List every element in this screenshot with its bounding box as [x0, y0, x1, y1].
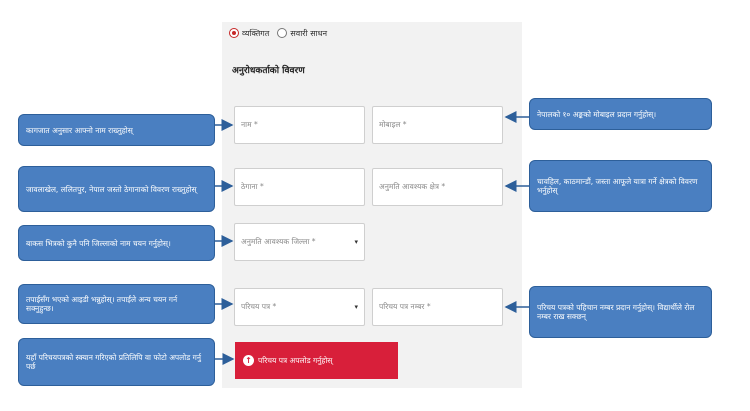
callout-upload-hint: यहाँ परिचयपत्रको स्क्यान गरिएको प्रतिलिप…	[18, 338, 215, 386]
radio-vehicle-label: सवारी साधन	[290, 28, 328, 38]
radio-individual[interactable]	[229, 28, 239, 38]
id-type-placeholder: परिचय पत्र *	[241, 302, 277, 311]
chevron-down-icon: ▾	[354, 303, 358, 311]
name-input[interactable]: नाम *	[234, 106, 365, 144]
callout-id-number-hint: परिचय पत्रको पहिचान नम्बर प्रदान गर्नुहो…	[529, 286, 712, 338]
mobile-placeholder: मोबाइल *	[379, 120, 407, 129]
section-title: अनुरोधकर्ताको विवरण	[232, 66, 305, 76]
callout-name-hint: कागजात अनुसार आफ्नो नाम राख्नुहोस्	[18, 114, 215, 146]
callout-district-text: बाकस भित्रको कुनै पनि जिल्लाको नाम चयन ग…	[26, 238, 171, 248]
callout-name-text: कागजात अनुसार आफ्नो नाम राख्नुहोस्	[26, 125, 133, 135]
callout-address-hint: जावलाखेल, ललितपुर, नेपाल जस्तो ठेगानाको …	[18, 166, 215, 212]
callout-id-type-text: तपाईसँग भएको आइडी भन्नुहोस्। तपाईंले अन्…	[26, 295, 178, 313]
upload-id-label: परिचय पत्र अपलोड गर्नुहोस्	[258, 355, 333, 365]
callout-id-type-hint: तपाईसँग भएको आइडी भन्नुहोस्। तपाईंले अन्…	[18, 284, 215, 324]
id-number-input[interactable]: परिचय पत्र नम्बर *	[372, 288, 503, 326]
area-placeholder: अनुमति आवश्यक क्षेत्र *	[379, 182, 446, 191]
upload-id-button[interactable]: ↑ परिचय पत्र अपलोड गर्नुहोस्	[235, 342, 398, 379]
name-placeholder: नाम *	[241, 120, 258, 129]
chevron-down-icon: ▾	[354, 238, 358, 246]
address-input[interactable]: ठेगाना *	[234, 168, 365, 206]
callout-id-number-text: परिचय पत्रको पहिचान नम्बर प्रदान गर्नुहो…	[537, 303, 695, 321]
radio-vehicle[interactable]	[277, 28, 288, 38]
requester-type-radios: व्यक्तिगत सवारी साधन	[229, 26, 335, 40]
callout-area-hint: चावहिल, काठमान्डौं, जस्ता आफूले यात्रा ग…	[529, 160, 712, 212]
upload-icon: ↑	[243, 355, 254, 366]
id-number-placeholder: परिचय पत्र नम्बर *	[379, 302, 431, 311]
callout-district-hint: बाकस भित्रको कुनै पनि जिल्लाको नाम चयन ग…	[18, 225, 215, 261]
callout-area-text: चावहिल, काठमान्डौं, जस्ता आफूले यात्रा ग…	[537, 177, 698, 195]
mobile-input[interactable]: मोबाइल *	[372, 106, 503, 144]
id-type-select[interactable]: परिचय पत्र * ▾	[234, 288, 365, 326]
district-placeholder: अनुमति आवश्यक जिल्ला *	[241, 237, 316, 246]
callout-mobile-text: नेपालको १० अङ्कको मोबाइल प्रदान गर्नुहोस…	[537, 109, 657, 119]
callout-mobile-hint: नेपालको १० अङ्कको मोबाइल प्रदान गर्नुहोस…	[529, 98, 712, 130]
radio-individual-label: व्यक्तिगत	[242, 28, 270, 38]
callout-address-text: जावलाखेल, ललितपुर, नेपाल जस्तो ठेगानाको …	[26, 184, 197, 194]
callout-upload-text: यहाँ परिचयपत्रको स्क्यान गरिएको प्रतिलिप…	[26, 353, 201, 371]
district-select[interactable]: अनुमति आवश्यक जिल्ला * ▾	[234, 223, 365, 261]
area-input[interactable]: अनुमति आवश्यक क्षेत्र *	[372, 168, 503, 206]
address-placeholder: ठेगाना *	[241, 182, 264, 191]
